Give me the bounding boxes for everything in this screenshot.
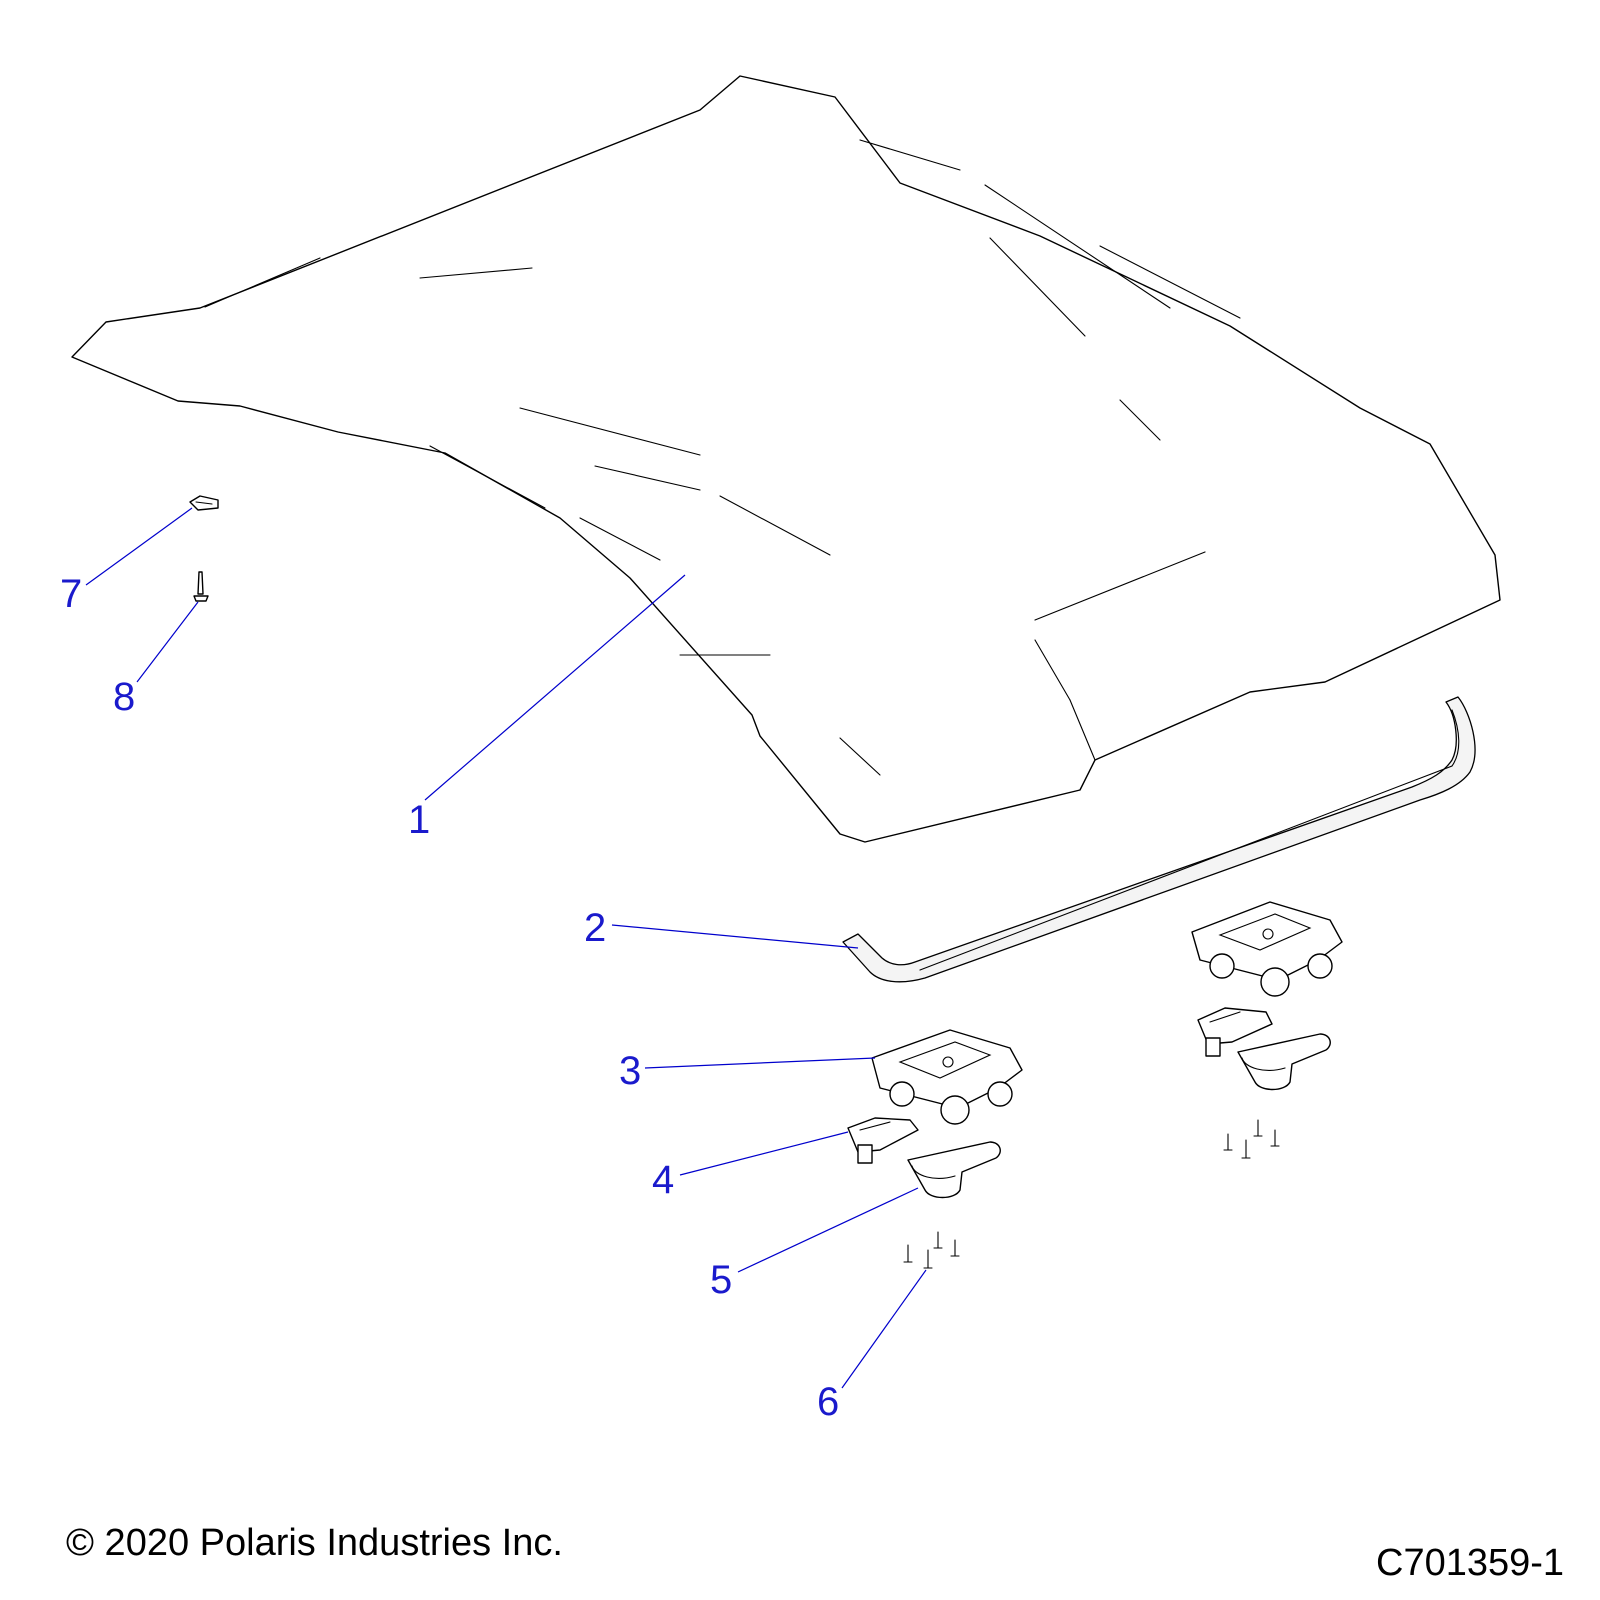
leader-line-8 (136, 601, 199, 683)
clip-left[interactable] (907, 1141, 1001, 1199)
clip-right[interactable] (1237, 1033, 1331, 1091)
hinge-bracket-right[interactable] (1191, 901, 1343, 997)
nut-clip[interactable] (189, 495, 219, 511)
callout-7: 7 (60, 572, 82, 616)
callout-5: 5 (710, 1258, 732, 1302)
leader-line-3 (644, 1057, 876, 1069)
leader-line-5 (737, 1187, 919, 1273)
leader-line-7 (85, 507, 193, 586)
copyright-notice: © 2020 Polaris Industries Inc. (66, 1522, 563, 1564)
leader-line-6 (841, 1269, 927, 1389)
roof-panel[interactable] (71, 75, 1501, 843)
drawing-number: C701359-1 (1376, 1542, 1565, 1584)
callout-8: 8 (113, 675, 135, 719)
push-pin[interactable] (193, 571, 209, 602)
callout-1: 1 (408, 798, 430, 842)
callout-4: 4 (652, 1158, 674, 1202)
callout-3: 3 (619, 1049, 641, 1093)
screw-set-left[interactable] (903, 1231, 960, 1269)
screw-set-right[interactable] (1223, 1119, 1280, 1159)
latch-right[interactable] (1197, 1007, 1273, 1057)
leader-line-1 (424, 574, 686, 801)
callout-6: 6 (817, 1380, 839, 1424)
leader-line-2 (611, 924, 859, 949)
seal-strip[interactable] (842, 696, 1476, 983)
hinge-bracket-left[interactable] (871, 1029, 1023, 1125)
leader-line-4 (679, 1131, 849, 1176)
latch-left[interactable] (847, 1117, 919, 1164)
callout-2: 2 (584, 906, 606, 950)
